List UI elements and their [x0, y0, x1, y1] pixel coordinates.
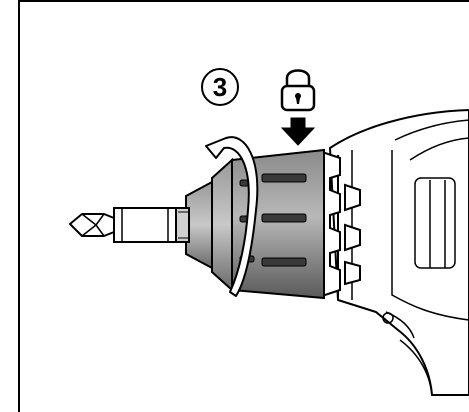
step-number: 3 — [212, 72, 228, 102]
chuck-sleeve — [211, 148, 325, 300]
screwdriver-bit — [69, 213, 115, 237]
figure-frame — [18, 0, 469, 412]
drill-body — [329, 109, 469, 396]
padlock-icon — [280, 69, 316, 112]
arrow-down-icon — [280, 117, 316, 146]
rotate-arrow-icon — [205, 136, 259, 297]
bit-holder — [113, 207, 177, 243]
clutch-teeth — [321, 150, 361, 298]
body-details — [382, 119, 469, 396]
step-badge: 3 — [201, 68, 239, 106]
chuck-nose — [174, 180, 213, 270]
